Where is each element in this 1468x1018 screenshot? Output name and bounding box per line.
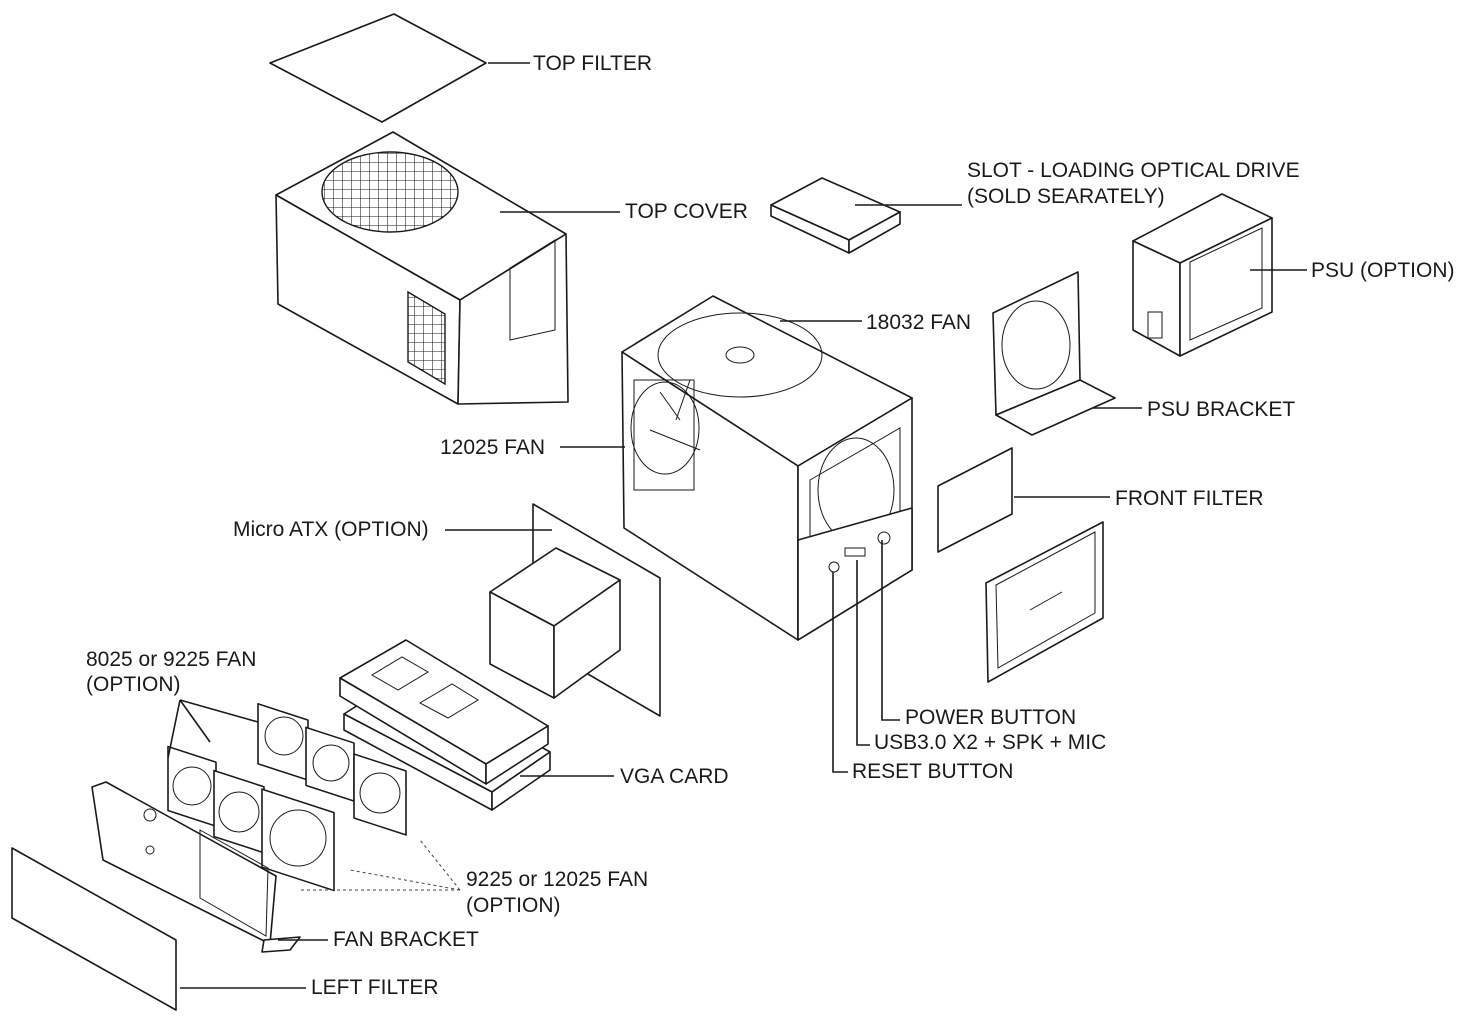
label-vga-card: VGA CARD: [620, 765, 729, 788]
label-front-filter: FRONT FILTER: [1115, 487, 1264, 510]
label-psu: PSU (OPTION): [1311, 259, 1455, 282]
label-18032-fan: 18032 FAN: [866, 311, 971, 334]
label-micro-atx: Micro ATX (OPTION): [233, 518, 429, 541]
label-left-filter: LEFT FILTER: [311, 976, 439, 999]
vga-card-part: [339, 639, 551, 811]
label-reset-button: RESET BUTTON: [852, 760, 1013, 783]
label-8025-fan-line2: (OPTION): [86, 673, 181, 696]
top-cover-fan-grille: [321, 151, 459, 233]
label-top-filter: TOP FILTER: [533, 52, 652, 75]
label-8025-fan-line1: 8025 or 9225 FAN: [86, 648, 256, 671]
psu-part: [1132, 193, 1273, 357]
label-usb-audio: USB3.0 X2 + SPK + MIC: [874, 731, 1106, 754]
label-power-button: POWER BUTTON: [905, 706, 1076, 729]
front-filter-part: [937, 447, 1013, 553]
label-optical-drive-line1: SLOT - LOADING OPTICAL DRIVE: [967, 159, 1300, 182]
fan-bracket-part: [91, 781, 301, 953]
psu-bracket-part: [992, 271, 1116, 436]
label-fan-bracket: FAN BRACKET: [333, 928, 479, 951]
label-top-cover: TOP COVER: [625, 200, 748, 223]
chassis-12025-fan: [630, 381, 700, 475]
top-cover-part: [275, 131, 569, 405]
label-9225-fan-line1: 9225 or 12025 FAN: [466, 868, 648, 891]
label-psu-bracket: PSU BRACKET: [1147, 398, 1295, 421]
leader-lines: [167, 62, 1307, 989]
optical-drive-part: [770, 177, 901, 254]
chassis-18032-fan: [657, 312, 823, 398]
label-9225-fan-line2: (OPTION): [466, 894, 561, 917]
top-filter-part: [268, 13, 488, 123]
main-chassis-part: [621, 295, 913, 641]
label-12025-fan: 12025 FAN: [440, 436, 545, 459]
left-filter-part: [11, 847, 177, 1011]
micro-atx-part: [489, 503, 661, 717]
front-panel-part: [985, 521, 1104, 683]
top-cover-side-vent: [407, 290, 446, 386]
label-optical-drive-line2: (SOLD SEARATELY): [967, 185, 1165, 208]
small-fan-group: [167, 702, 407, 892]
